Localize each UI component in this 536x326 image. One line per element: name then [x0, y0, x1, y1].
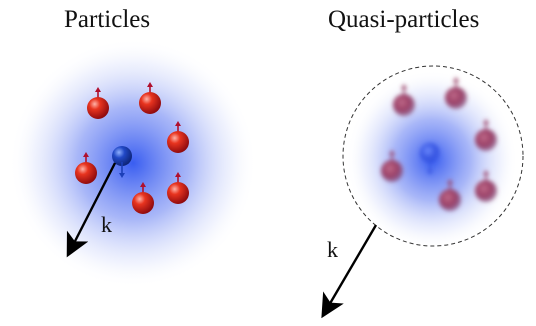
dressed-spin-up-particle	[475, 170, 497, 202]
spin-down-particle	[112, 146, 132, 178]
quasi-particles-title: Quasi-particles	[328, 6, 480, 33]
spin-up-particle	[139, 82, 161, 114]
spin-up-particle	[132, 182, 154, 214]
dressed-spin-up-particle	[393, 84, 415, 116]
momentum-label-right: k	[327, 237, 338, 262]
spin-up-particle	[75, 152, 97, 184]
dressed-spin-up-particle	[381, 150, 403, 182]
momentum-arrow	[321, 224, 378, 319]
particles-halo	[9, 38, 257, 288]
particles-title: Particles	[64, 6, 151, 33]
dressed-spin-up-particle	[439, 179, 461, 211]
dressed-spin-up-particle	[445, 77, 467, 109]
dressed-spin-down-particle	[420, 143, 440, 175]
spin-up-particle	[87, 87, 109, 119]
momentum-label-left: k	[101, 212, 112, 237]
dressed-particles	[381, 77, 497, 211]
quasi-particle-boundary	[342, 65, 524, 247]
momentum-arrow	[66, 162, 117, 258]
spin-up-particle	[167, 172, 189, 204]
dressed-spin-up-particle	[475, 119, 497, 151]
spin-up-particle	[167, 121, 189, 153]
